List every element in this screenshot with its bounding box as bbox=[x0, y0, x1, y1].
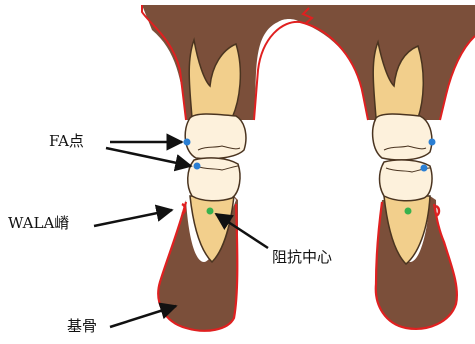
fa-point-marker bbox=[194, 163, 201, 170]
fa-point-marker bbox=[184, 139, 191, 146]
basal-bone-label: 基骨 bbox=[67, 319, 97, 334]
center-of-resistance-label: 阻抗中心 bbox=[272, 250, 332, 265]
pointer-arrow bbox=[94, 210, 172, 226]
center-of-resistance-marker bbox=[207, 208, 214, 215]
fa-point-marker bbox=[421, 165, 428, 172]
left-upper-crown bbox=[185, 114, 246, 159]
fa-point-marker bbox=[429, 139, 436, 146]
right-upper-crown bbox=[373, 114, 432, 160]
pointer-arrow bbox=[106, 148, 191, 166]
wala-ridge-label: WALA嵴 bbox=[8, 216, 69, 231]
fa-point-label: FA点 bbox=[49, 134, 84, 149]
center-of-resistance-marker bbox=[405, 208, 412, 215]
